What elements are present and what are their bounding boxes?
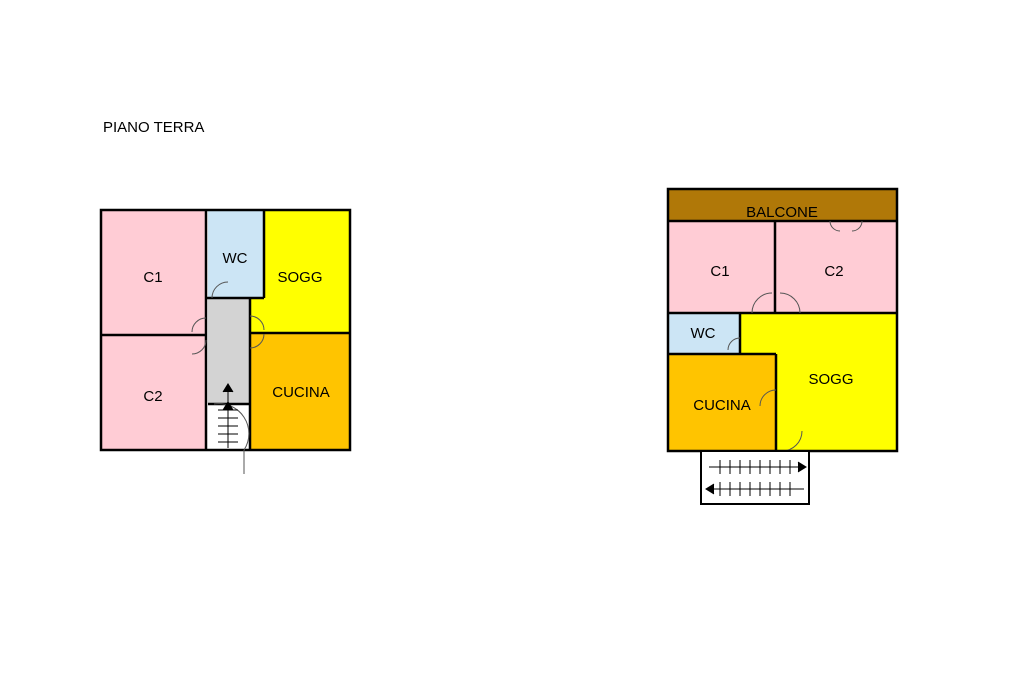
ground-floor-stairs [218,383,238,448]
first-floor-stairs [700,450,810,505]
ground-floor-doors [191,281,265,474]
room-sogg-fill [264,210,350,332]
label-wc: WC [223,250,248,267]
room-wc [668,314,739,354]
room-cucina [668,354,776,451]
room-c2 [776,221,897,313]
stair-entry [208,404,250,450]
stair-treads-bottom [719,482,791,496]
label-wc: WC [691,325,716,342]
first-floor-plan: BALCONE C1 C2 WC SOGG CUCINA [666,187,899,505]
room-c1 [101,210,206,334]
label-sogg: SOGG [277,269,322,286]
ground-floor-walls [99,208,352,452]
stair-treads-top [719,460,791,474]
ground-floor-plan: C1 C2 WC SOGG CUCINA [99,208,352,474]
label-cucina: CUCINA [272,384,330,401]
room-c2 [101,336,206,450]
room-cucina [250,334,350,450]
label-c1: C1 [143,269,162,286]
balcony [668,189,897,221]
label-balcone: BALCONE [746,204,818,221]
room-wc-fill [208,210,264,298]
label-c2: C2 [824,263,843,280]
floor-plan-title: PIANO TERRA [103,119,205,136]
label-cucina: CUCINA [693,397,751,414]
label-sogg: SOGG [808,371,853,388]
room-c1 [668,221,774,313]
label-c1: C1 [710,263,729,280]
label-c2: C2 [143,388,162,405]
